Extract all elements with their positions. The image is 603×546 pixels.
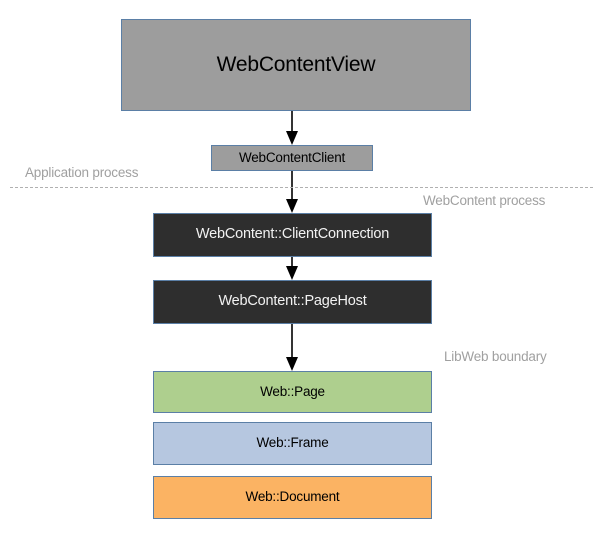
node-web-frame-label: Web::Frame — [256, 435, 329, 451]
label-webcontent-process: WebContent process — [423, 193, 546, 208]
node-webcontent-pagehost[interactable]: WebContent::PageHost — [153, 280, 432, 324]
label-application-process: Application process — [25, 165, 139, 180]
process-boundary-divider — [10, 187, 593, 188]
node-webcontent-clientconnection-label: WebContent::ClientConnection — [195, 226, 390, 243]
edge-pagehost-to-webpage — [286, 324, 298, 371]
node-webcontentview-label: WebContentView — [216, 53, 376, 77]
node-web-document[interactable]: Web::Document — [153, 476, 432, 519]
node-webcontentclient-label: WebContentClient — [238, 149, 346, 165]
node-webcontentclient[interactable]: WebContentClient — [211, 145, 373, 171]
node-web-document-label: Web::Document — [245, 489, 340, 505]
node-webcontent-clientconnection[interactable]: WebContent::ClientConnection — [153, 213, 432, 257]
edge-webcontentclient-to-clientconnection — [286, 171, 298, 213]
node-webcontent-pagehost-label: WebContent::PageHost — [218, 293, 367, 310]
edge-webcontentview-to-webcontentclient — [286, 111, 298, 145]
node-web-page[interactable]: Web::Page — [153, 371, 432, 413]
label-libweb-boundary: LibWeb boundary — [444, 349, 547, 364]
edge-clientconnection-to-pagehost — [286, 257, 298, 280]
node-web-page-label: Web::Page — [260, 383, 325, 399]
node-webcontentview[interactable]: WebContentView — [121, 19, 471, 111]
node-web-frame[interactable]: Web::Frame — [153, 422, 432, 465]
